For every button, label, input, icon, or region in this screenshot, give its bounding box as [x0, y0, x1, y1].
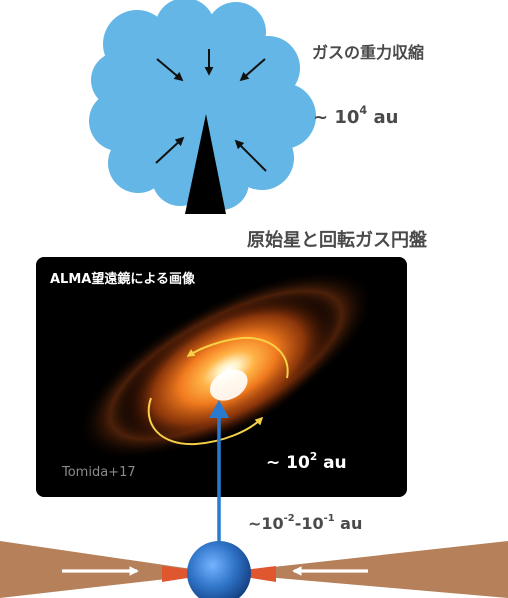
- protostar: [187, 541, 251, 598]
- protostar-disk-title: 原始星と回転ガス円盤: [247, 230, 427, 251]
- disk-emission: [77, 270, 375, 460]
- cloud-scale-label: ~ 104 au: [313, 104, 399, 128]
- star-scale-label: ~10-2-10-1 au: [248, 514, 362, 533]
- rotation-arrows: [147, 336, 289, 446]
- disk-scale-exponent: 2: [309, 450, 318, 463]
- star-scale-exponent-2: -1: [323, 513, 335, 525]
- arrow-bottom-right: [234, 139, 267, 172]
- rotation-arrow-lower: [147, 397, 264, 446]
- star-scale-prefix: ~10: [248, 514, 284, 533]
- connector-arrowhead: [209, 400, 229, 418]
- star-scale-exponent-1: -2: [283, 513, 295, 525]
- star-scale-mid: -10: [294, 514, 324, 533]
- star-scale-unit: au: [334, 514, 363, 533]
- arrow-top-right: [239, 58, 266, 82]
- zoom-connector: [209, 400, 229, 541]
- inflow-arrows: [155, 49, 267, 172]
- rotation-arrow-upper: [186, 336, 289, 379]
- arrow-top-left: [156, 58, 184, 82]
- gas-cloud: [89, 0, 316, 214]
- image-credit: Tomida+17: [62, 465, 136, 480]
- gravitational-collapse-label: ガスの重力収縮: [312, 43, 425, 62]
- alma-image-title: ALMA望遠鏡による画像: [50, 272, 195, 287]
- arrow-bottom-left: [155, 136, 185, 164]
- disk-scale-label: ~ 102 au: [266, 450, 347, 473]
- disk-scale-prefix: ~ 10: [266, 453, 310, 473]
- zoom-pointer: [185, 114, 226, 214]
- alma-image-panel: [36, 257, 407, 497]
- cloud-scale-exponent: 4: [359, 104, 368, 118]
- cloud-scale-prefix: ~ 10: [313, 107, 360, 128]
- disk-scale-unit: au: [317, 453, 347, 473]
- cloud-scale-unit: au: [367, 107, 399, 128]
- protostar-closeup: [0, 541, 508, 598]
